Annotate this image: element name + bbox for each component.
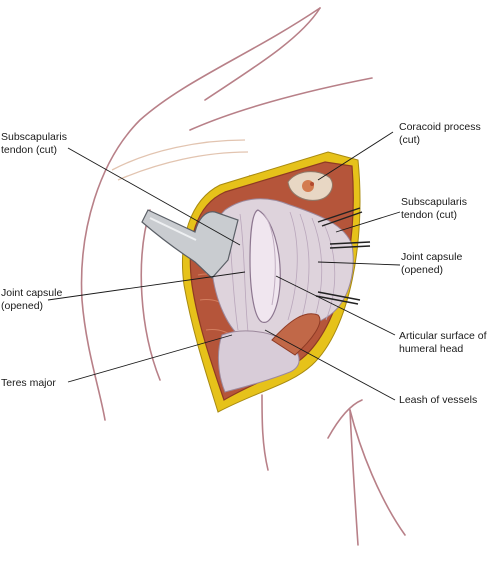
humeral-head-rim: [263, 213, 276, 306]
teres-muscle: [271, 313, 321, 356]
leader-lines: [47, 131, 401, 401]
label-joint-capsule-left: Joint capsule (opened): [1, 287, 63, 312]
retaining-sutures: [315, 207, 371, 305]
label-joint-capsule-right: Joint capsule (opened): [401, 251, 463, 276]
label-teres-major: Teres major: [1, 377, 56, 389]
coracoid-marrow: [302, 180, 314, 192]
label-coracoid-process: Coracoid process (cut): [399, 121, 481, 146]
coracoid-marrow-dot: [310, 182, 314, 186]
label-subscapularis-left: Subscapularis tendon (cut): [1, 131, 67, 156]
teres-major: [217, 330, 300, 393]
label-leash-of-vessels: Leash of vessels: [399, 394, 478, 406]
label-subscapularis-right: Subscapularis tendon (cut): [401, 196, 467, 221]
label-articular-surface: Articular surface of humeral head: [399, 330, 487, 355]
body-outline: [80, 7, 406, 546]
retractor-highlight: [149, 217, 197, 241]
retractor: [141, 209, 239, 279]
